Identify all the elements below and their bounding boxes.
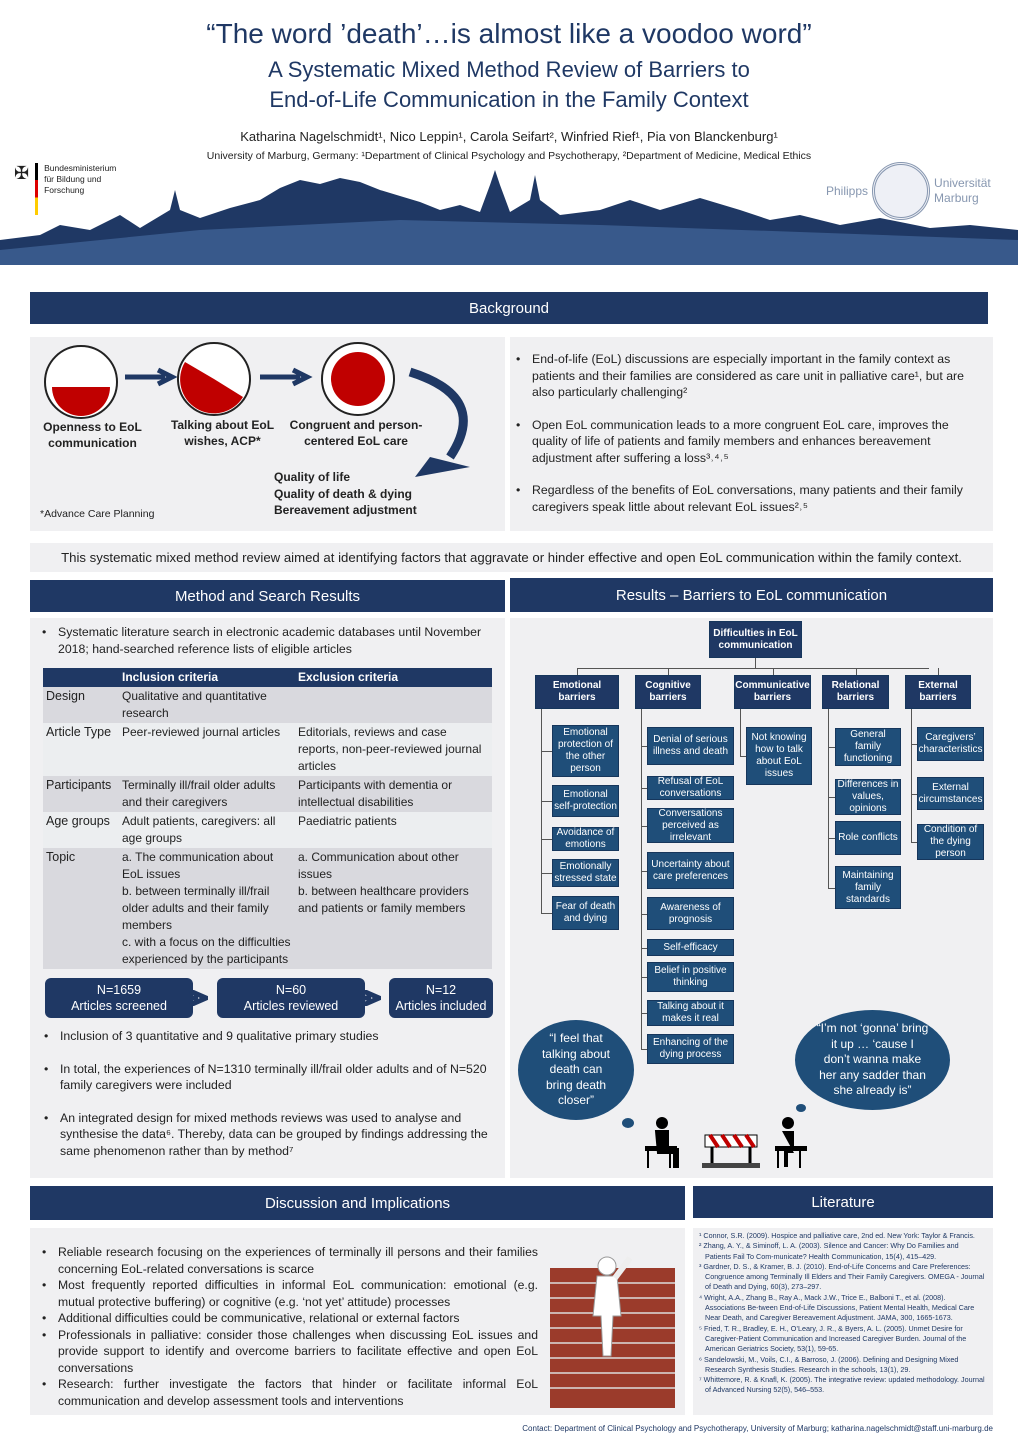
reference: ³ Gardner, D. S., & Kramer, B. J. (2010)…: [699, 1261, 985, 1292]
section-header-literature: Literature: [693, 1186, 993, 1218]
bmbf-logo: ✠ Bundesministerium für Bildung und Fors…: [14, 163, 124, 215]
discussion-bullet: Research: further investigate the factor…: [42, 1376, 538, 1409]
section-header-results: Results – Barriers to EoL communication: [510, 578, 993, 612]
logo-text-universitat: Universität: [934, 176, 991, 190]
table-header: Exclusion criteria: [295, 668, 492, 687]
table-header: [43, 668, 119, 687]
flow-label: Articles reviewed: [243, 999, 339, 1013]
step-congruent-care: Congruent and person-centered EoL care: [289, 418, 423, 448]
table-cell: Paediatric patients: [295, 812, 492, 848]
flow-count: N=12: [425, 983, 457, 997]
discussion-bullet: Professionals in palliative: consider th…: [42, 1327, 538, 1377]
eol-pathway-diagram: [44, 342, 470, 477]
marburg-skyline-banner: [0, 170, 1018, 265]
authors: Katharina Nagelschmidt¹, Nico Leppin¹, C…: [240, 129, 778, 144]
method-intro: Systematic literature search in electron…: [42, 624, 497, 657]
arrow-right-icon: [160, 990, 208, 1006]
quote-bubble-left: “I feel that talking about death can bri…: [518, 1020, 634, 1120]
table-cell: a. The communication about EoL issues b.…: [119, 848, 295, 969]
logo-text-philipps: Philipps: [826, 184, 869, 198]
reference: ² Zhang, A. Y., & Siminoff, L. A. (2003)…: [699, 1241, 959, 1261]
poster-title: “The word ’death’…is almost like a voodo…: [206, 18, 812, 49]
contact-line: Contact: Department of Clinical Psycholo…: [522, 1424, 993, 1433]
reference: ⁵ Fried, T. R., Bradley, E. H., O’Leary,…: [699, 1323, 967, 1354]
outcome-bereavement: Bereavement adjustment: [274, 503, 417, 517]
literature-panel: ¹ Connor, S.R. (2009). Hospice and palli…: [693, 1228, 993, 1415]
flow-label: Articles screened: [71, 999, 167, 1013]
discussion-bullet: Reliable research focusing on the experi…: [42, 1244, 538, 1277]
discussion-panel: Reliable research focusing on the experi…: [30, 1228, 685, 1415]
acp-footnote: *Advance Care Planning: [40, 508, 155, 520]
thought-dot: [796, 1104, 806, 1112]
outcome-quality-of-life: Quality of life: [274, 470, 351, 484]
step-talking: Talking about EoL wishes, ACP*: [170, 418, 275, 448]
table-cell: Peer-reviewed journal articles: [119, 723, 295, 776]
aim-banner: This systematic mixed method review aime…: [30, 543, 993, 572]
background-diagram-panel: Openness to EoL communication Talking ab…: [30, 337, 505, 531]
method-bullet: An integrated design for mixed methods r…: [44, 1110, 496, 1160]
section-header-background: Background: [30, 292, 988, 324]
logo-text-marburg: Marburg: [934, 191, 979, 205]
method-bullet: Inclusion of 3 quantitative and 9 qualit…: [44, 1028, 496, 1045]
table-cell: Terminally ill/frail older adults and th…: [119, 776, 295, 812]
reference: ¹ Connor, S.R. (2009). Hospice and palli…: [699, 1231, 975, 1240]
flow-count: N=1659: [96, 983, 142, 997]
table-cell: [295, 687, 492, 723]
table-header: Inclusion criteria: [119, 668, 295, 687]
discussion-bullet: Additional difficulties could be communi…: [42, 1310, 538, 1327]
section-header-method: Method and Search Results: [30, 580, 505, 612]
discussion-bullet: Most frequently reported difficulties in…: [42, 1277, 538, 1310]
background-bullet: Regardless of the benefits of EoL conver…: [516, 482, 975, 515]
flow-label: Articles included: [395, 999, 487, 1013]
thought-dot: [622, 1118, 634, 1128]
bmbf-logo-text: Bundesministerium für Bildung und Forsch…: [44, 163, 117, 195]
people-with-barrier-illustration: [645, 1117, 807, 1168]
table-cell: Age groups: [43, 812, 119, 848]
table-cell: Adult patients, caregivers: all age grou…: [119, 812, 295, 848]
table-cell: Design: [43, 687, 119, 723]
climbing-brick-wall-illustration: [550, 1256, 675, 1408]
reference: ⁶ Sandelowski, M., Voils, C.I., & Barros…: [699, 1354, 959, 1374]
background-bullet: End-of-life (EoL) discussions are especi…: [516, 351, 975, 401]
flag-stripe: [35, 163, 39, 215]
flow-count: N=60: [275, 983, 307, 997]
reference: ⁷ Whittemore, R. & Knafl, K. (2005). The…: [699, 1375, 985, 1395]
poster-subtitle-line1: A Systematic Mixed Method Review of Barr…: [268, 57, 750, 82]
background-bullets-panel: End-of-life (EoL) discussions are especi…: [510, 337, 993, 531]
eagle-icon: ✠: [14, 163, 30, 183]
sitting-person-icon: [775, 1117, 807, 1168]
university-seal-icon: [872, 162, 931, 220]
table-cell: Participants with dementia or intellectu…: [295, 776, 492, 812]
affiliation: University of Marburg, Germany: ¹Departm…: [206, 150, 812, 162]
step-openness: Openness to EoL communication: [43, 420, 142, 450]
table-cell: Participants: [43, 776, 119, 812]
outcome-quality-of-death: Quality of death & dying: [274, 486, 413, 501]
sitting-person-icon: [645, 1117, 679, 1168]
barrier-icon: [702, 1133, 760, 1168]
poster-subtitle-line2: End-of-Life Communication in the Family …: [269, 87, 749, 112]
table-cell: Editorials, reviews and case reports, no…: [295, 723, 492, 776]
method-bullet: In total, the experiences of N=1310 term…: [44, 1061, 496, 1094]
quote-left-text: “I feel that talking about death can bri…: [541, 1031, 611, 1108]
table-cell: Article Type: [43, 723, 119, 776]
table-cell: Topic: [43, 848, 119, 969]
table-cell: a. Communication about other issues b. b…: [295, 848, 492, 969]
reference: ⁴ Wright, A.A., Zhang B., Ray A., Mack J…: [699, 1292, 975, 1323]
section-header-discussion: Discussion and Implications: [30, 1186, 685, 1220]
quote-right-text: “I’m not ‘gonna’ bring it up … ‘cause I …: [816, 1021, 929, 1098]
background-bullet: Open EoL communication leads to a more c…: [516, 417, 975, 467]
arrow-right-icon: [333, 990, 381, 1006]
quote-bubble-right: “I’m not ‘gonna’ bring it up … ‘cause I …: [795, 1010, 950, 1110]
table-cell: Qualitative and quantitative research: [119, 687, 295, 723]
